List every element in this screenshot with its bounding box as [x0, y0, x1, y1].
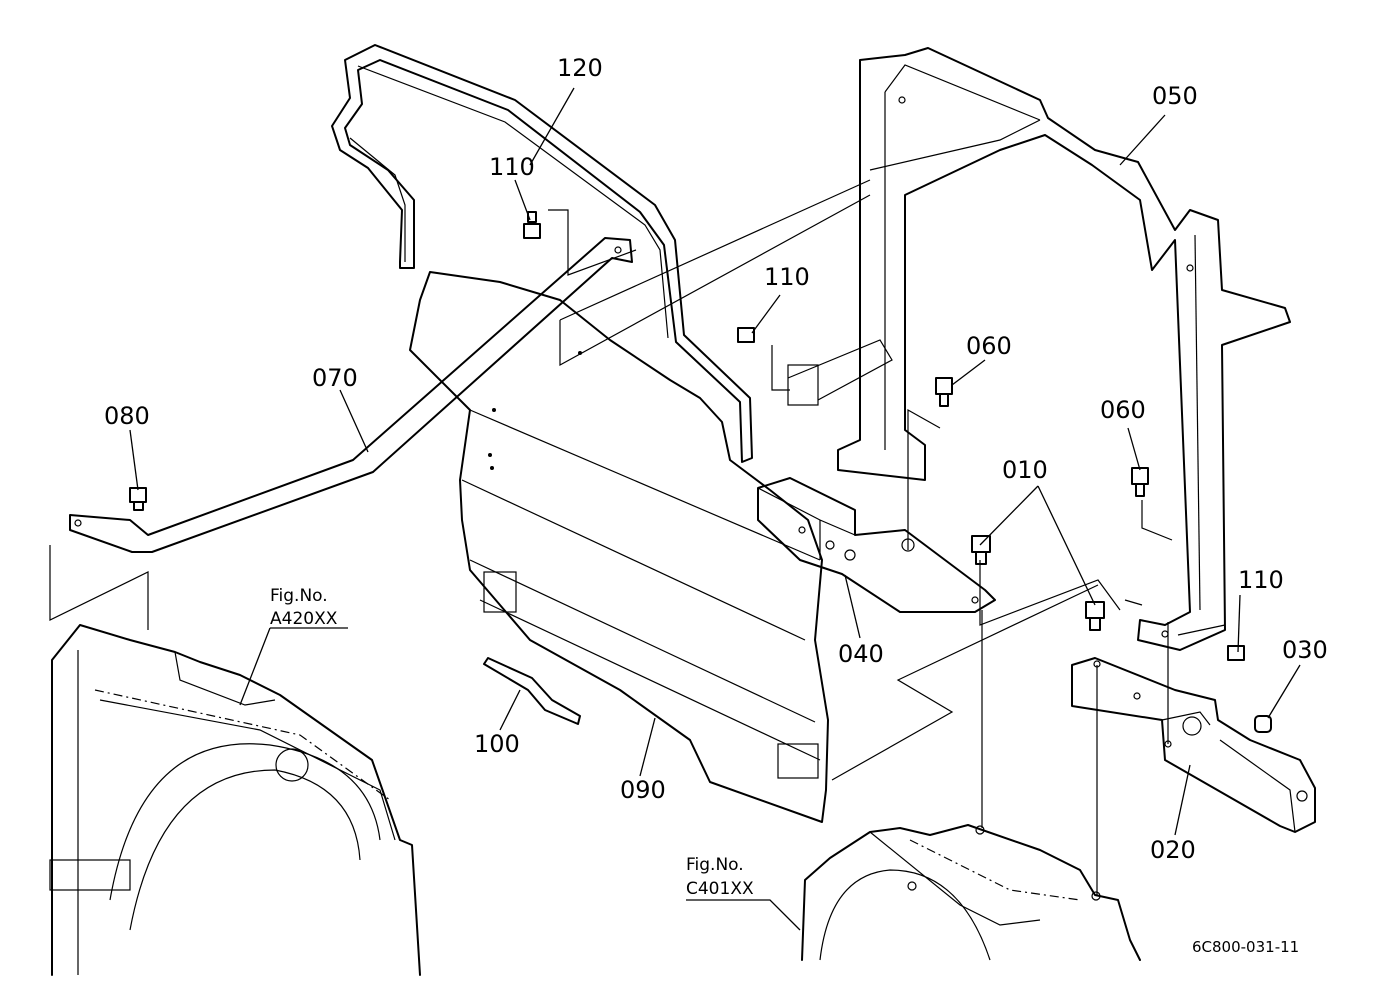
- bolt-060-left: [935, 377, 953, 407]
- ref-left-number: A420XX: [270, 609, 338, 629]
- part-050-frame: [787, 47, 1291, 651]
- bolt-080: [129, 487, 147, 511]
- part-090-panel: [409, 271, 829, 823]
- ref-bottom-number: C401XX: [686, 879, 754, 899]
- label-050: 050: [1152, 82, 1198, 110]
- label-110-top: 110: [489, 153, 535, 181]
- label-030: 030: [1282, 636, 1328, 664]
- part-070-stay: [69, 237, 633, 553]
- bolt-110-right: [1227, 645, 1245, 661]
- label-070: 070: [312, 364, 358, 392]
- label-020: 020: [1150, 836, 1196, 864]
- bolt-010-left: [971, 535, 991, 565]
- leader-lines: [129, 87, 1301, 931]
- radiator-shroud-ref: [49, 624, 421, 976]
- label-040: 040: [838, 640, 884, 668]
- nut-030: [1254, 715, 1272, 733]
- part-labels: 120 110 110 050 060 060 070 080 010 040 …: [104, 54, 1328, 864]
- label-060-right: 060: [1100, 396, 1146, 424]
- label-060-left: 060: [966, 332, 1012, 360]
- drawing-code: 6C800-031-11: [1192, 938, 1299, 956]
- ref-bottom-caption: Fig.No.: [686, 855, 744, 875]
- figure-references: Fig.No. A420XX Fig.No. C401XX: [270, 586, 754, 899]
- label-090: 090: [620, 776, 666, 804]
- bolt-010-right: [1085, 601, 1105, 631]
- label-110-mid: 110: [764, 263, 810, 291]
- label-120: 120: [557, 54, 603, 82]
- label-010: 010: [1002, 456, 1048, 484]
- label-110-right: 110: [1238, 566, 1284, 594]
- bolt-110-top: [523, 211, 541, 239]
- part-040-bracket: [757, 477, 996, 613]
- part-120-seal: [331, 44, 753, 463]
- bolt-060-right: [1131, 467, 1149, 497]
- label-100: 100: [474, 730, 520, 758]
- part-100-strip: [483, 657, 581, 725]
- ref-left-caption: Fig.No.: [270, 586, 328, 606]
- transmission-housing-ref: [801, 824, 1141, 961]
- part-020-bracket: [1071, 657, 1316, 833]
- alignment-lines: [49, 179, 1173, 895]
- label-080: 080: [104, 402, 150, 430]
- bolt-110-mid: [737, 327, 755, 343]
